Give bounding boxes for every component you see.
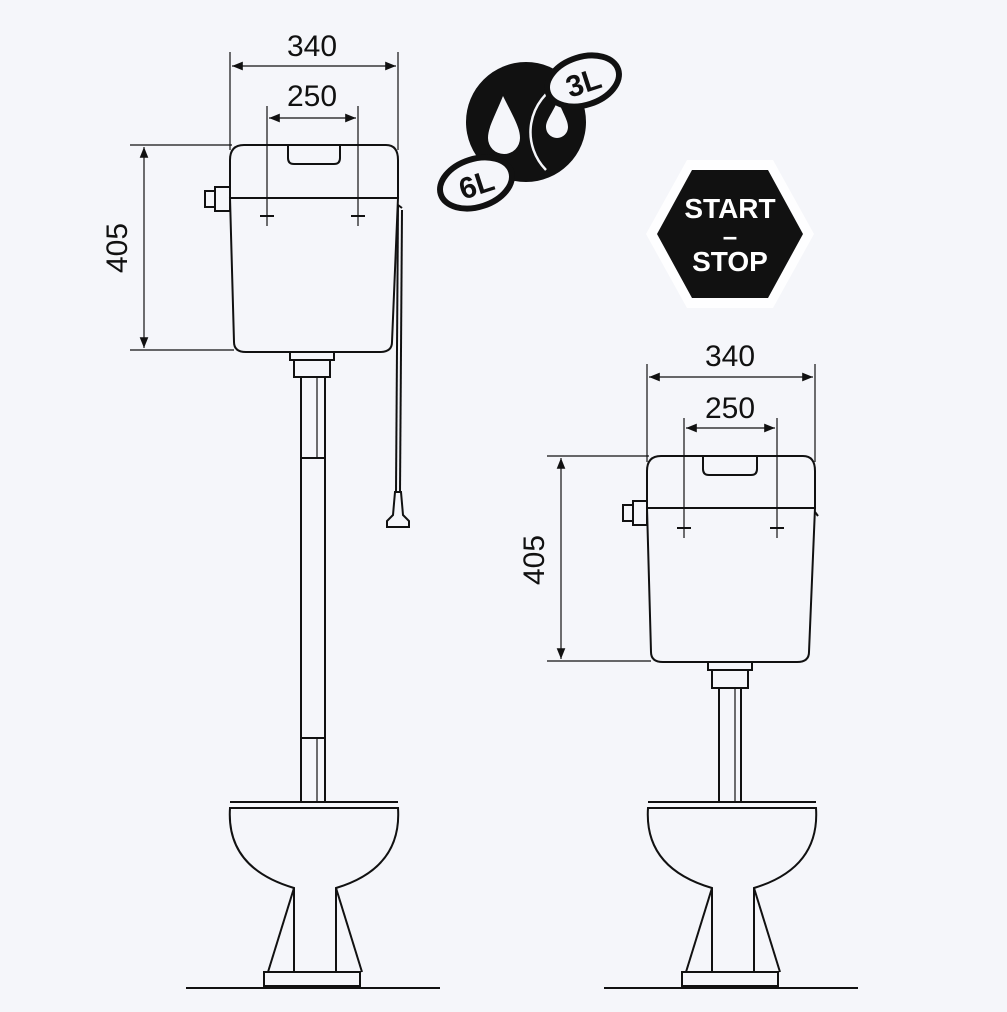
dash-label: – xyxy=(723,221,737,251)
pull-chain-handle xyxy=(386,491,410,528)
right-width-inner-label: 250 xyxy=(705,392,755,425)
left-dimension-height: 405 xyxy=(101,144,234,351)
right-width-outer-label: 340 xyxy=(705,340,755,373)
left-pull-chain xyxy=(386,205,410,528)
left-width-inner-label: 250 xyxy=(287,80,337,113)
small-drop-icon xyxy=(546,100,568,138)
right-low-level-cistern-view: 340 250 405 xyxy=(518,340,858,989)
right-toilet-bowl xyxy=(604,801,858,989)
left-flush-pipe xyxy=(289,351,335,803)
start-stop-badge: START – STOP xyxy=(646,160,814,308)
left-height-label: 405 xyxy=(101,223,134,273)
start-label: START xyxy=(684,193,775,224)
left-high-level-cistern-view: 340 250 405 xyxy=(101,30,440,989)
right-flush-pipe xyxy=(707,661,753,803)
stop-label: STOP xyxy=(692,246,768,277)
right-cistern-tank xyxy=(622,455,819,663)
right-dimension-width-inner: 250 xyxy=(683,392,778,538)
left-toilet-bowl xyxy=(186,801,440,989)
right-height-label: 405 xyxy=(518,535,551,585)
left-flush-button xyxy=(287,146,341,165)
right-flush-button xyxy=(702,457,758,476)
left-width-outer-label: 340 xyxy=(287,30,337,63)
large-drop-icon xyxy=(488,96,520,154)
right-dimension-height: 405 xyxy=(518,455,651,662)
left-dimension-width-inner: 250 xyxy=(266,80,359,226)
left-dimension-width-outer: 340 xyxy=(229,30,399,150)
left-cistern-tank xyxy=(204,144,403,353)
right-dimension-width-outer: 340 xyxy=(646,340,816,462)
dual-flush-icon: 3L 6L xyxy=(437,52,622,212)
